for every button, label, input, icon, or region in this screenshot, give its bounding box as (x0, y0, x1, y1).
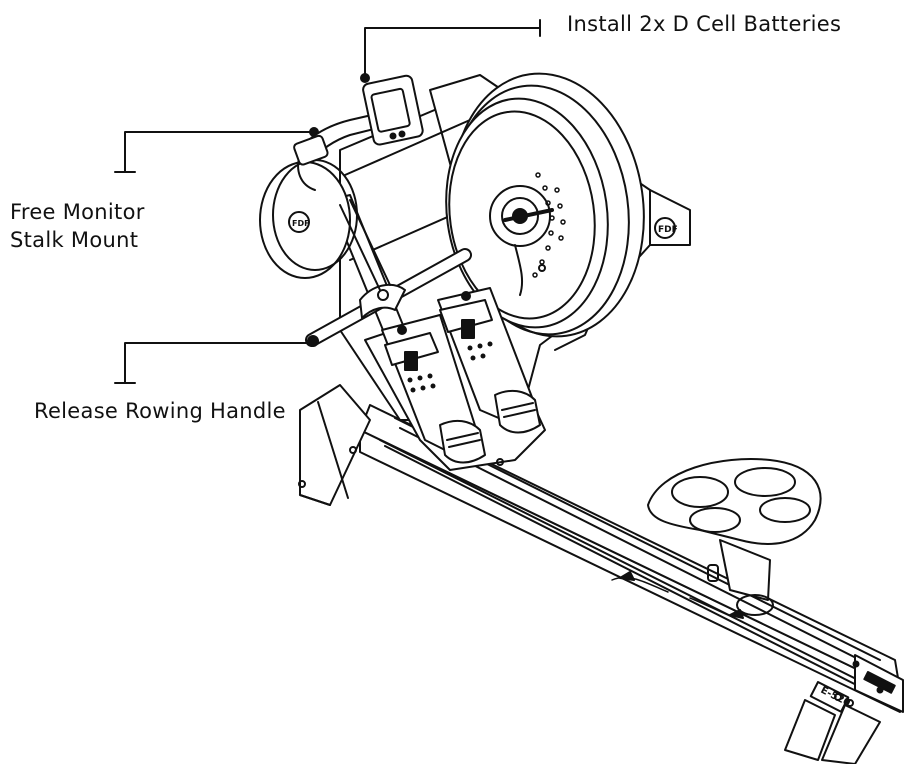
rowing-handle (305, 199, 472, 347)
flywheel (445, 72, 645, 338)
rail: E-520 (359, 404, 904, 765)
monitor-assembly (293, 74, 424, 191)
seat (647, 458, 822, 616)
callout-lines (114, 19, 541, 384)
front-leg (298, 384, 371, 506)
callout-handle: Release Rowing Handle (34, 399, 286, 423)
leader-stalk (124, 131, 315, 173)
callout-stalk-line1: Free Monitor (10, 200, 145, 224)
callout-batteries: Install 2x D Cell Batteries (567, 12, 842, 36)
monitor-screen (370, 87, 411, 133)
leader-batteries (364, 27, 541, 77)
callout-stalk-line2: Stalk Mount (10, 228, 139, 252)
hub-badge: FDF (292, 219, 310, 228)
side-badge: FDF (658, 225, 678, 235)
footrest (364, 287, 546, 471)
leader-handle (124, 342, 311, 384)
